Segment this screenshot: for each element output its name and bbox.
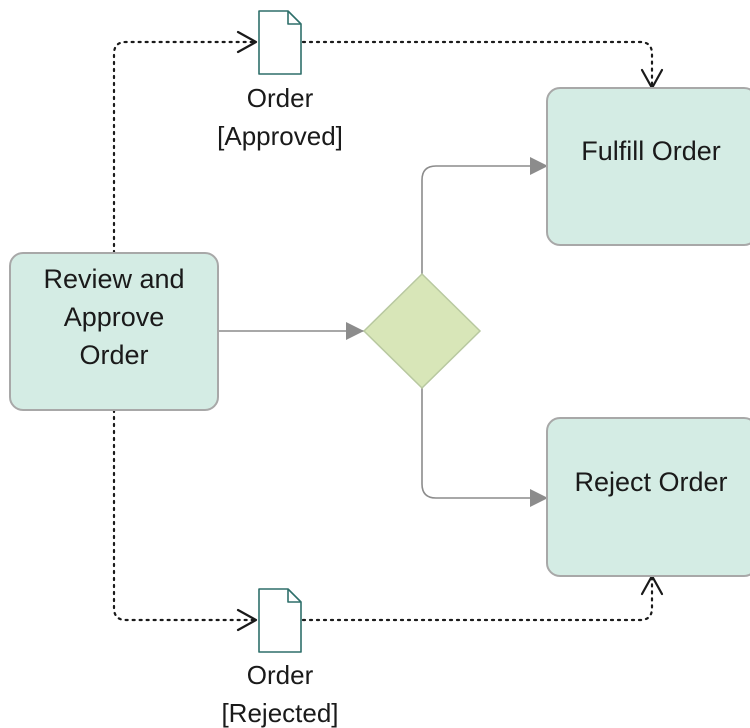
task-fulfill-order[interactable]: Fulfill Order bbox=[546, 87, 750, 246]
association-rejected-doc-to-reject bbox=[301, 574, 654, 622]
association-review-to-rejected-doc bbox=[112, 408, 256, 622]
association-arrowhead-rejected-doc bbox=[236, 608, 258, 632]
data-object-order-approved[interactable]: Order [Approved] bbox=[217, 10, 343, 151]
association-arrowhead-approved-doc bbox=[236, 30, 258, 54]
task-review-approve-order[interactable]: Review and Approve Order bbox=[9, 252, 219, 411]
data-object-rejected-label-line-2: [Rejected] bbox=[221, 698, 338, 728]
data-object-approved-label-line-1: Order bbox=[247, 83, 314, 113]
data-object-approved-label-line-2: [Approved] bbox=[217, 121, 343, 151]
task-fulfill-label: Fulfill Order bbox=[581, 136, 721, 166]
task-review-label-line-1: Review and bbox=[43, 264, 184, 294]
association-approved-doc-to-fulfill bbox=[301, 40, 654, 88]
data-object-order-rejected[interactable]: Order [Rejected] bbox=[221, 588, 339, 728]
flow-arrowhead-reject bbox=[530, 489, 548, 507]
data-object-rejected-label-line-1: Order bbox=[247, 660, 314, 690]
flow-decision-to-fulfill bbox=[421, 165, 530, 274]
flow-decision-to-reject bbox=[421, 388, 530, 499]
flow-arrowhead-fulfill bbox=[530, 157, 548, 175]
task-reject-order[interactable]: Reject Order bbox=[546, 417, 750, 577]
task-reject-label: Reject Order bbox=[574, 467, 727, 497]
association-review-to-approved-doc bbox=[112, 40, 256, 255]
document-icon bbox=[258, 10, 302, 75]
decision-gateway[interactable] bbox=[362, 272, 482, 390]
flow-arrowhead-decision bbox=[346, 322, 364, 340]
document-icon bbox=[258, 588, 302, 653]
task-review-label-line-3: Order bbox=[79, 340, 148, 370]
task-review-label-line-2: Approve bbox=[64, 302, 165, 332]
